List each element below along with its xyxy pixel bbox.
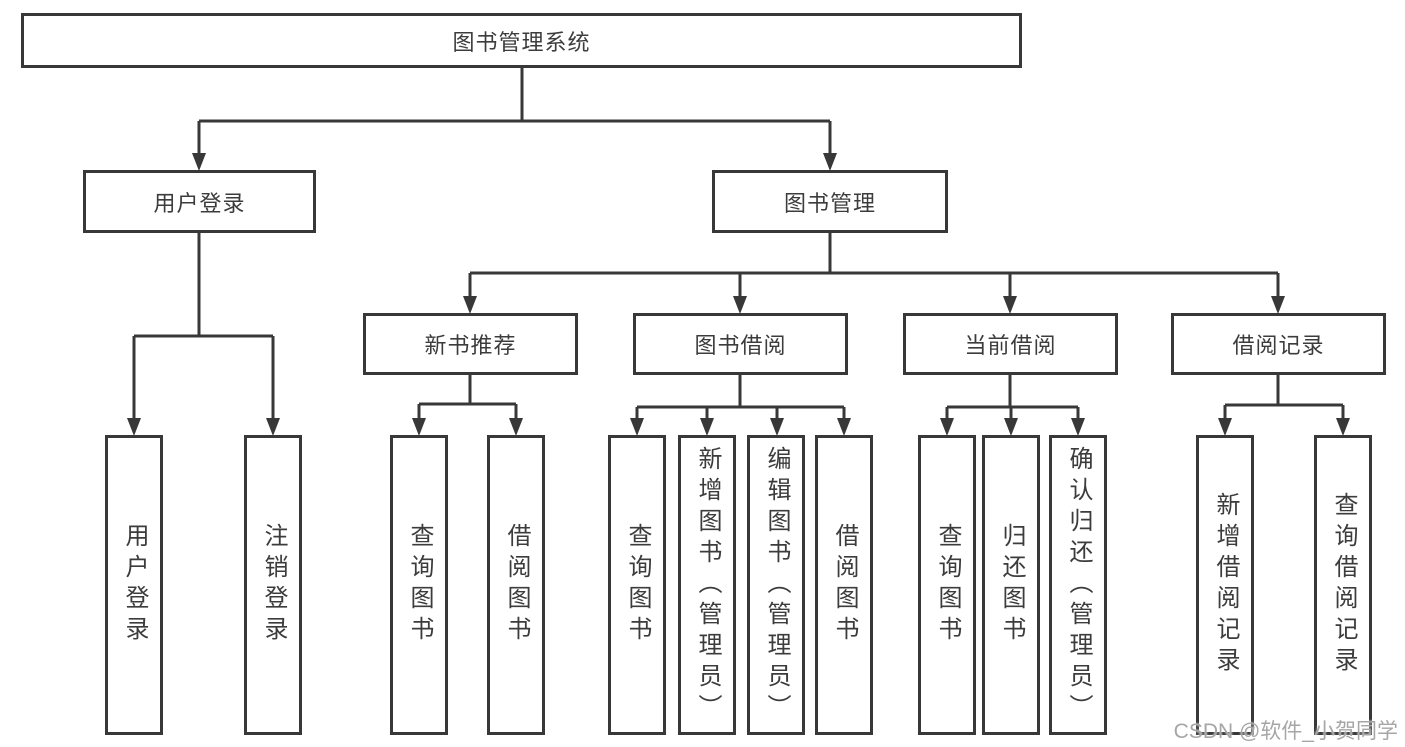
node-borrowing-records: 借阅记录: [1171, 313, 1386, 375]
leaf-logout: 注销登录: [244, 435, 302, 735]
leaf-borrowing-edit-books-admin: 编辑图书（管理员）: [747, 435, 805, 735]
node-user-login-label: 用户登录: [153, 190, 246, 216]
node-new-book-recommendation-label: 新书推荐: [424, 333, 517, 358]
leaf-records-add-record-label: 新增借阅记录: [1212, 492, 1239, 678]
node-book-management-label: 图书管理: [783, 190, 876, 216]
leaf-borrowing-borrow-books-label: 借阅图书: [831, 523, 858, 647]
leaf-current-confirm-return-admin-label: 确认归还（管理员）: [1065, 445, 1092, 725]
node-new-book-recommendation: 新书推荐: [363, 313, 578, 375]
node-book-borrowing: 图书借阅: [633, 313, 848, 375]
leaf-logout-label: 注销登录: [260, 523, 287, 647]
leaf-current-return-books: 归还图书: [982, 435, 1040, 735]
node-root-label: 图书管理系统: [452, 29, 591, 55]
leaf-newbooks-query-books: 查询图书: [390, 435, 448, 735]
leaf-newbooks-borrow-books-label: 借阅图书: [503, 523, 530, 647]
leaf-borrowing-edit-books-admin-label: 编辑图书（管理员）: [763, 445, 790, 725]
node-book-borrowing-label: 图书借阅: [694, 333, 787, 358]
watermark: CSDN @软件_小贺同学: [1173, 720, 1398, 743]
node-current-borrowing-label: 当前借阅: [964, 333, 1057, 358]
leaf-newbooks-borrow-books: 借阅图书: [487, 435, 545, 735]
leaf-current-confirm-return-admin: 确认归还（管理员）: [1049, 435, 1107, 735]
node-borrowing-records-label: 借阅记录: [1232, 333, 1325, 358]
leaf-records-add-record: 新增借阅记录: [1196, 435, 1254, 735]
leaf-borrowing-query-books-label: 查询图书: [624, 523, 651, 647]
leaf-current-return-books-label: 归还图书: [998, 523, 1025, 647]
leaf-borrowing-add-books-admin-label: 新增图书（管理员）: [694, 445, 721, 725]
leaf-user-login-label: 用户登录: [121, 523, 148, 647]
leaf-borrowing-borrow-books: 借阅图书: [815, 435, 873, 735]
leaf-records-query-record: 查询借阅记录: [1314, 435, 1372, 735]
leaf-user-login: 用户登录: [105, 435, 163, 735]
leaf-current-query-books: 查询图书: [918, 435, 976, 735]
node-current-borrowing: 当前借阅: [903, 313, 1118, 375]
leaf-borrowing-add-books-admin: 新增图书（管理员）: [678, 435, 736, 735]
leaf-borrowing-query-books: 查询图书: [608, 435, 666, 735]
node-user-login: 用户登录: [83, 170, 316, 233]
node-root: 图书管理系统: [21, 13, 1022, 68]
leaf-records-query-record-label: 查询借阅记录: [1330, 492, 1357, 678]
leaf-newbooks-query-books-label: 查询图书: [406, 523, 433, 647]
leaf-current-query-books-label: 查询图书: [934, 523, 961, 647]
node-book-management: 图书管理: [712, 170, 948, 233]
